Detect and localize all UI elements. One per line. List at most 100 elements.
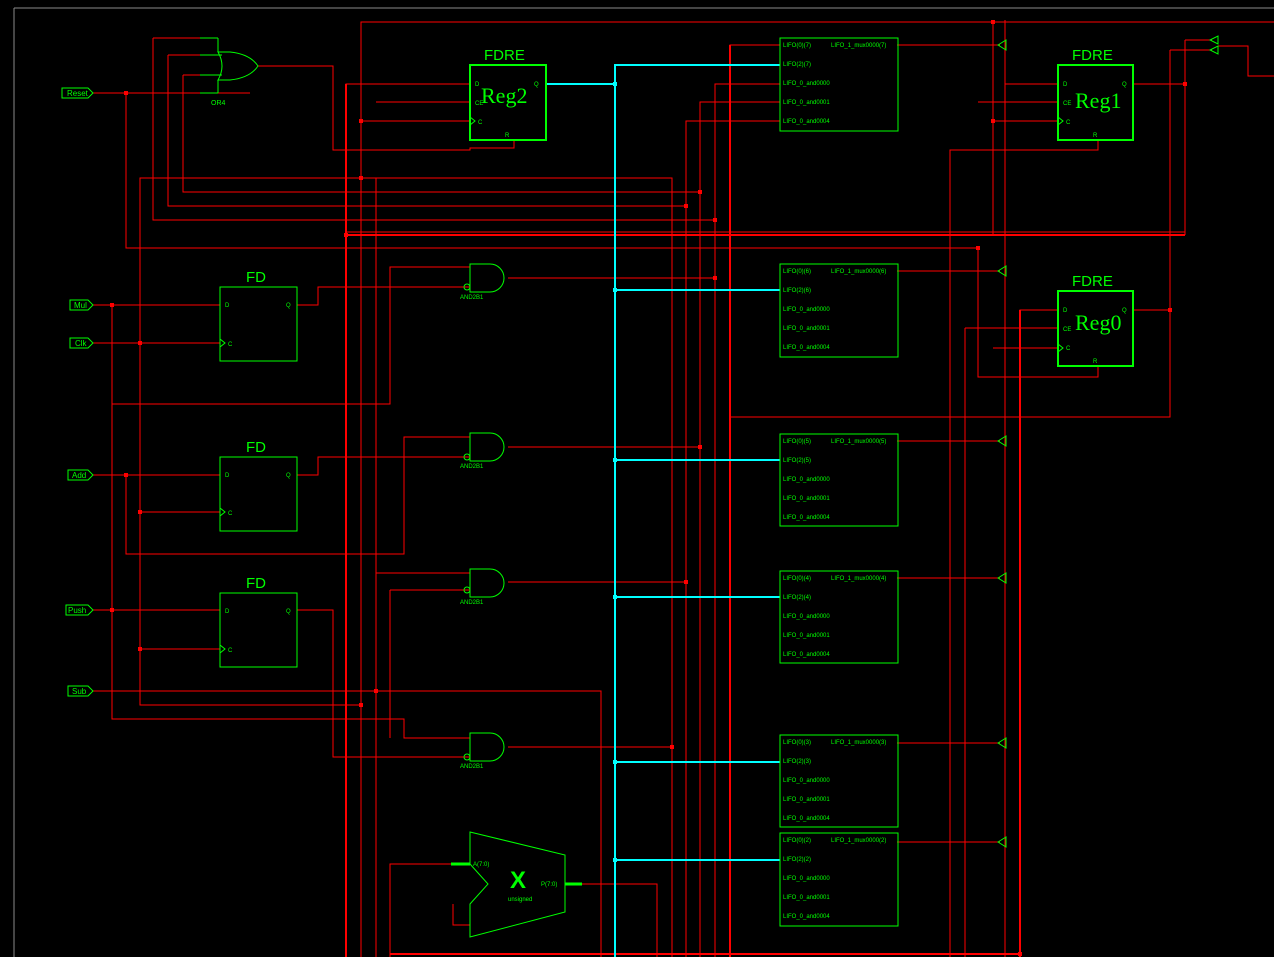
port-reset[interactable]: Reset [61,87,94,99]
lifo-output-pin: LIFO_1_mux0000(4) [831,576,886,582]
multiplier-input-pin: A(7:0) [473,862,489,868]
lifo-control-pin: LIFO_0_and0000 [783,778,830,784]
lifo-control-pin: LIFO_0_and0001 [783,326,830,332]
lifo-control-pin: LIFO_0_and0000 [783,614,830,620]
lifo-control-pin: LIFO_0_and0001 [783,100,830,106]
q-pin: Q [1122,82,1127,88]
lifo-control-pin: LIFO_0_and0000 [783,876,830,882]
q-pin: Q [286,473,291,479]
fd-type-label: FD [246,269,266,286]
lifo-mux-block[interactable]: LIFO(0)(7)LIFO_1_mux0000(7)LIFO(2)(7)LIF… [779,37,899,132]
lifo-input1-pin: LIFO(2)(5) [783,458,811,464]
fd-type-label: FD [246,439,266,456]
r-pin: R [1093,359,1098,365]
lifo-control-pin: LIFO_0_and0004 [783,515,830,521]
lifo-input1-pin: LIFO(2)(6) [783,288,811,294]
fd-flipflop-add[interactable]: FD D Q C [219,439,298,532]
lifo-input0-pin: LIFO(0)(2) [783,838,811,844]
port-label: Mul [74,301,87,310]
lifo-block-outline [779,433,899,527]
lifo-control-pin: LIFO_0_and0001 [783,633,830,639]
r-pin: R [505,133,510,139]
lifo-input1-pin: LIFO(2)(7) [783,62,811,68]
multiplier-symbol: X [510,867,526,894]
lifo-mux-block[interactable]: LIFO(0)(6)LIFO_1_mux0000(6)LIFO(2)(6)LIF… [779,263,899,358]
port-label: Sub [72,687,87,696]
clock-marker [219,338,226,348]
lifo-output-pin: LIFO_1_mux0000(5) [831,439,886,445]
q-pin: Q [286,609,291,615]
lifo-control-pin: LIFO_0_and0004 [783,914,830,920]
ce-pin: CE [475,101,483,107]
register-name: Reg0 [1075,310,1121,335]
c-pin: C [1066,120,1071,126]
fd-flipflop-mul[interactable]: FD D Q C [219,269,298,362]
and2b1-label: AND2B1 [460,764,484,770]
c-pin: C [228,511,233,517]
lifo-control-pin: LIFO_0_and0001 [783,797,830,803]
r-pin: R [1093,133,1098,139]
lifo-mux-block[interactable]: LIFO(0)(5) LIFO_1_mux0000(5) LIFO(2)(5) LIF… [779,433,899,527]
port-sub[interactable]: Sub [67,685,94,697]
d-pin: D [1063,308,1068,314]
clock-marker [219,644,226,654]
port-clk[interactable]: Clk [69,337,94,349]
bus-junctions [613,82,617,862]
net-wires[interactable] [93,20,1274,957]
lifo-output-pin: LIFO_1_mux0000(3) [831,740,886,746]
fdre-type-label: FDRE [1072,47,1113,64]
fd-type-label: FD [246,575,266,592]
clock-marker [1057,116,1064,126]
lifo-input0-pin: LIFO(0)(5) [783,439,811,445]
and2b1-label: AND2B1 [460,295,484,301]
ce-pin: CE [1063,101,1071,107]
bus-thick [345,45,1021,957]
lifo-mux-block[interactable]: LIFO(0)(4) LIFO_1_mux0000(4) LIFO(2)(4) LIF… [779,570,899,664]
fdre-register-reg2[interactable]: FDRE D Q CE C R Reg2 [469,47,547,141]
lifo-output-pin: LIFO_1_mux0000(2) [831,838,886,844]
feedback-buffers [997,35,1219,848]
lifo-block-outline [779,570,899,664]
lifo-mux-block[interactable]: LIFO(0)(3)LIFO_1_mux0000(3)LIFO(2)(3)LIF… [779,734,899,828]
lifo-control-pin: LIFO_0_and0000 [783,307,830,313]
port-mul[interactable]: Mul [69,299,94,311]
or4-gate[interactable]: OR4 [200,37,259,107]
d-pin: D [225,473,230,479]
c-pin: C [228,342,233,348]
fd-flipflop-push[interactable]: FD D Q C [219,575,298,668]
or4-label: OR4 [211,100,226,107]
and2b1-gate-push[interactable]: AND2B1 [460,568,505,606]
multiplier-block[interactable]: X A(7:0) P(7:0) unsigned [451,831,582,938]
port-add[interactable]: Add [67,469,94,481]
wire-junctions [110,20,1187,956]
data-bus[interactable] [546,64,780,957]
c-pin: C [478,120,483,126]
lifo-control-pin: LIFO_0_and0004 [783,816,830,822]
lifo-input1-pin: LIFO(2)(3) [783,759,811,765]
port-push[interactable]: Push [65,604,94,616]
and2b1-gate-mul[interactable]: AND2B1 [460,263,505,301]
lifo-mux-blocks[interactable]: LIFO(0)(7)LIFO_1_mux0000(7)LIFO(2)(7)LIF… [779,37,899,927]
and2b1-label: AND2B1 [460,600,484,606]
register-name: Reg1 [1075,88,1121,113]
lifo-control-pin: LIFO_0_and0004 [783,652,830,658]
lifo-control-pin: LIFO_0_and0000 [783,477,830,483]
lifo-input0-pin: LIFO(0)(4) [783,576,811,582]
fdre-register-reg1[interactable]: FDRE D Q CE C R Reg1 [1057,47,1134,141]
d-pin: D [225,609,230,615]
and2b1-gate-sub[interactable]: AND2B1 [460,732,505,770]
port-label: Push [68,606,86,615]
port-label: Add [72,471,86,480]
register-name: Reg2 [481,83,527,108]
lifo-block-outline [779,263,899,358]
and2b1-gate-add[interactable]: AND2B1 [460,432,505,470]
lifo-block-outline [779,37,899,132]
fdre-register-reg0[interactable]: FDRE D Q CE C R Reg0 [1057,273,1134,367]
lifo-control-pin: LIFO_0_and0004 [783,119,830,125]
lifo-input1-pin: LIFO(2)(4) [783,595,811,601]
lifo-mux-block[interactable]: LIFO(0)(2)LIFO_1_mux0000(2)LIFO(2)(2)LIF… [779,832,899,927]
lifo-control-pin: LIFO_0_and0001 [783,895,830,901]
port-label: Reset [67,89,89,98]
lifo-input0-pin: LIFO(0)(7) [783,43,811,49]
